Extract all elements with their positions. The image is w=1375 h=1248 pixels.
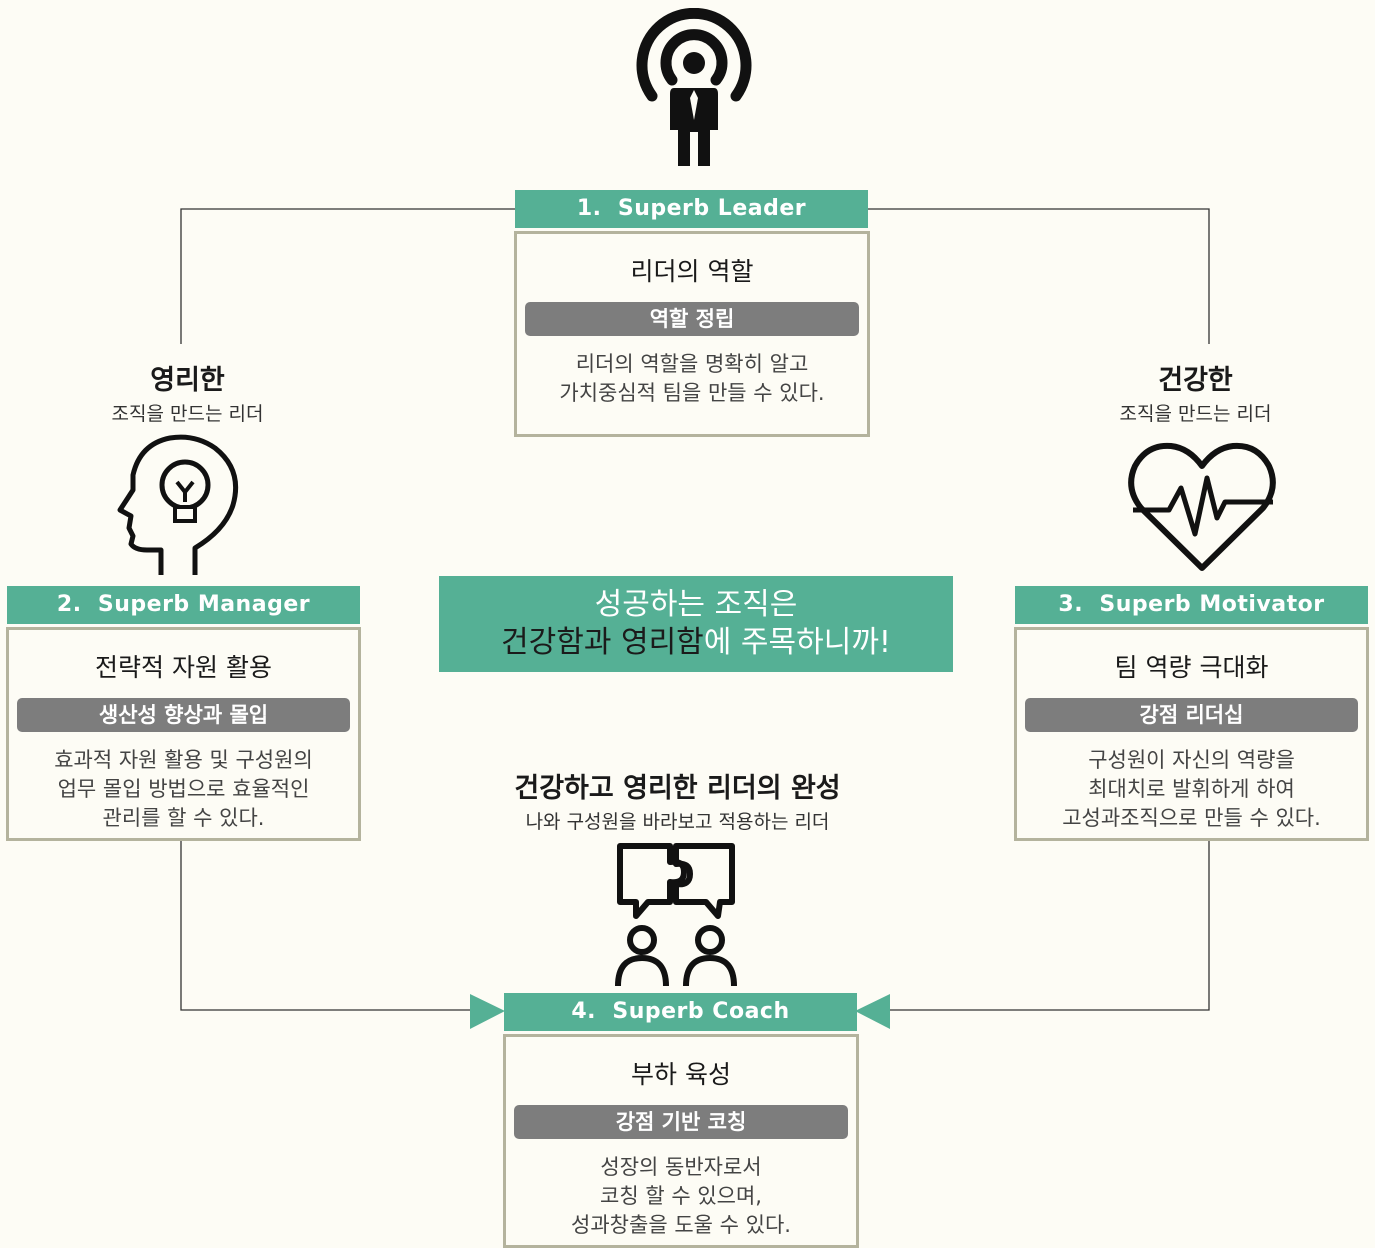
tag-smart-subtitle: 조직을 만드는 리더 — [111, 403, 264, 425]
center-message-highlight: 건강함과 영리함 — [501, 625, 704, 660]
card-coach-title: Superb Coach — [612, 999, 790, 1024]
card-coach-pill: 강점 기반 코칭 — [514, 1105, 848, 1139]
card-manager-number: 2. — [56, 592, 82, 617]
broadcasting-person-icon — [636, 8, 752, 166]
tag-complete-subtitle: 나와 구성원을 바라보고 적용하는 리더 — [525, 811, 830, 833]
card-manager-title: Superb Manager — [97, 592, 311, 617]
tag-healthy: 건강한 조직을 만드는 리더 — [1068, 358, 1323, 426]
card-motivator-role: 팀 역량 극대화 — [1114, 653, 1269, 682]
card-leader-body: 리더의 역할 역할 정립 리더의 역할을 명확히 알고 가치중심적 팀을 만들 … — [514, 231, 870, 437]
card-leader-number: 1. — [576, 196, 602, 221]
arrow-left-icon — [855, 994, 890, 1029]
card-motivator-title: Superb Motivator — [1099, 592, 1325, 617]
center-message-line1: 성공하는 조직은 — [594, 587, 798, 622]
tag-healthy-subtitle: 조직을 만드는 리더 — [1119, 403, 1272, 425]
card-motivator-desc: 구성원이 자신의 역량을 최대치로 발휘하게 하여 고성과조직으로 만들 수 있… — [1062, 748, 1321, 830]
card-leader-title: Superb Leader — [617, 196, 807, 221]
card-manager-header: 2. Superb Manager — [7, 586, 360, 624]
card-leader-role: 리더의 역할 — [630, 257, 754, 286]
card-coach-desc: 성장의 동반자로서 코칭 할 수 있으며, 성과창출을 도울 수 있다. — [571, 1155, 791, 1237]
card-motivator-header: 3. Superb Motivator — [1015, 586, 1368, 624]
tag-complete-title: 건강하고 영리한 리더의 완성 — [514, 773, 841, 804]
tag-smart-title: 영리한 — [150, 365, 225, 396]
card-manager-desc: 효과적 자원 활용 및 구성원의 업무 몰입 방법으로 효율적인 관리를 할 수… — [54, 748, 313, 830]
card-manager-role: 전략적 자원 활용 — [95, 653, 272, 682]
card-coach-header: 4. Superb Coach — [504, 993, 857, 1031]
card-coach-number: 4. — [571, 999, 597, 1024]
card-leader-header: 1. Superb Leader — [515, 190, 868, 228]
card-coach-body: 부하 육성 강점 기반 코칭 성장의 동반자로서 코칭 할 수 있으며, 성과창… — [503, 1034, 859, 1248]
tag-complete: 건강하고 영리한 리더의 완성 나와 구성원을 바라보고 적용하는 리더 — [460, 766, 895, 834]
center-message-rest: 에 주목하니까! — [703, 625, 891, 660]
card-manager-body: 전략적 자원 활용 생산성 향상과 몰입 효과적 자원 활용 및 구성원의 업무… — [6, 627, 361, 841]
card-leader-pill: 역할 정립 — [525, 302, 859, 336]
arrow-right-icon — [470, 994, 505, 1029]
center-message-line2: 건강함과 영리함에 주목하니까! — [439, 624, 953, 662]
card-leader-desc: 리더의 역할을 명확히 알고 가치중심적 팀을 만들 수 있다. — [559, 352, 825, 405]
people-puzzle-chat-icon — [615, 843, 737, 987]
tag-smart: 영리한 조직을 만드는 리더 — [60, 358, 315, 426]
card-coach-role: 부하 육성 — [631, 1060, 731, 1089]
head-lightbulb-icon — [117, 434, 239, 575]
card-motivator-pill: 강점 리더십 — [1025, 698, 1358, 732]
card-manager-pill: 생산성 향상과 몰입 — [17, 698, 350, 732]
tag-healthy-title: 건강한 — [1158, 365, 1233, 396]
center-message: 성공하는 조직은 건강함과 영리함에 주목하니까! — [439, 576, 953, 672]
heart-pulse-icon — [1128, 442, 1276, 571]
card-motivator-number: 3. — [1058, 592, 1084, 617]
card-motivator-body: 팀 역량 극대화 강점 리더십 구성원이 자신의 역량을 최대치로 발휘하게 하… — [1014, 627, 1369, 841]
